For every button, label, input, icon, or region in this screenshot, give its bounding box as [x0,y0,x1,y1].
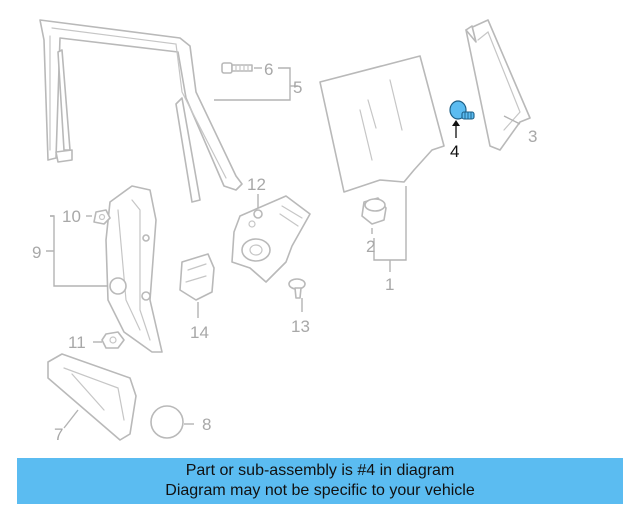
window-regulator-part-9 [105,185,163,353]
cap-part-8 [150,405,184,439]
callout-14: 14 [190,323,209,342]
window-motor-part-12 [231,195,311,283]
trim-panel-part-7 [47,353,137,441]
callout-5: 5 [293,78,302,97]
door-frame-run-channel [39,19,243,203]
callout-11: 11 [68,333,86,352]
door-glass-part-1 [319,55,445,193]
callout-8: 8 [202,415,211,434]
quarter-glass-part-3 [465,19,531,151]
leader-lines [46,67,521,429]
nut-part-11 [101,331,125,349]
callout-7: 7 [54,425,63,444]
callout-9: 9 [32,243,41,262]
callout-6: 6 [264,60,273,79]
bracket-part-14 [179,253,215,301]
callout-13: 13 [291,317,310,336]
screw-part-13 [288,278,306,299]
caption-line-1: Part or sub-assembly is #4 in diagram [185,462,455,479]
callout-3: 3 [528,127,537,146]
callout-12: 12 [247,175,266,194]
bolt-part-6 [221,62,253,74]
callout-2: 2 [366,237,375,256]
callout-10: 10 [62,207,81,226]
callout-4: 4 [450,142,459,161]
caption-line-2: Diagram may not be specific to your vehi… [165,482,475,499]
screw-part-4-highlighted [449,100,475,138]
caption-banner: Part or sub-assembly is #4 in diagram Di… [17,458,623,504]
glass-bushing-part-2 [361,197,387,225]
callout-1: 1 [385,275,394,294]
nut-part-10 [93,209,111,225]
